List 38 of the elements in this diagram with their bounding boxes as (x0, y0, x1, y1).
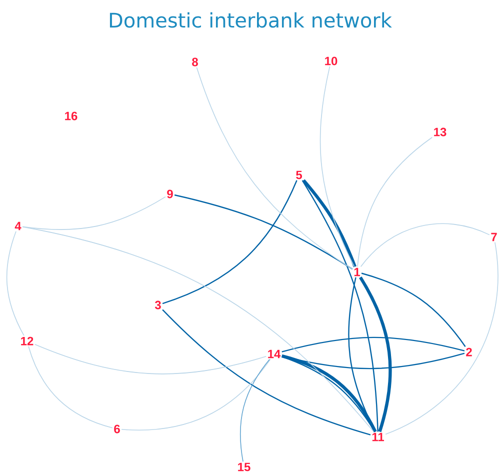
node-label: 14 (268, 350, 281, 358)
network-link (385, 242, 498, 435)
node-label: 8 (192, 58, 198, 66)
node-label: 15 (238, 462, 250, 472)
network-link (28, 346, 113, 428)
network-link (6, 230, 24, 336)
node-label: 13 (434, 128, 446, 136)
node-label: 7 (491, 232, 497, 242)
node-label: 6 (114, 424, 120, 434)
title: Domestic interbank network (110, 12, 392, 28)
network-link (22, 196, 166, 230)
node-label: 2 (466, 348, 472, 356)
node-label: 12 (21, 336, 34, 346)
network-link (34, 344, 267, 374)
network-link (121, 358, 271, 431)
network-link (282, 336, 465, 352)
network-link (196, 67, 353, 270)
node-label: 3 (154, 300, 161, 310)
network-link (361, 272, 466, 347)
network-link (360, 223, 490, 268)
node-label: 16 (65, 112, 78, 120)
network-link (282, 352, 465, 370)
node-label: 5 (296, 170, 302, 180)
network-link (358, 276, 392, 432)
network-link (174, 194, 353, 270)
network-link (357, 136, 433, 268)
network-link (162, 309, 371, 436)
network-link (240, 358, 270, 462)
node-label: 9 (167, 190, 173, 198)
network-link (320, 66, 355, 268)
network-link (302, 179, 356, 268)
network-link (302, 180, 378, 432)
network-link (22, 226, 374, 432)
node-label: 1 (354, 268, 360, 276)
node-label: 10 (325, 56, 338, 66)
node-label: 11 (372, 432, 384, 442)
node-label: 4 (14, 222, 22, 230)
network-link (162, 180, 298, 304)
